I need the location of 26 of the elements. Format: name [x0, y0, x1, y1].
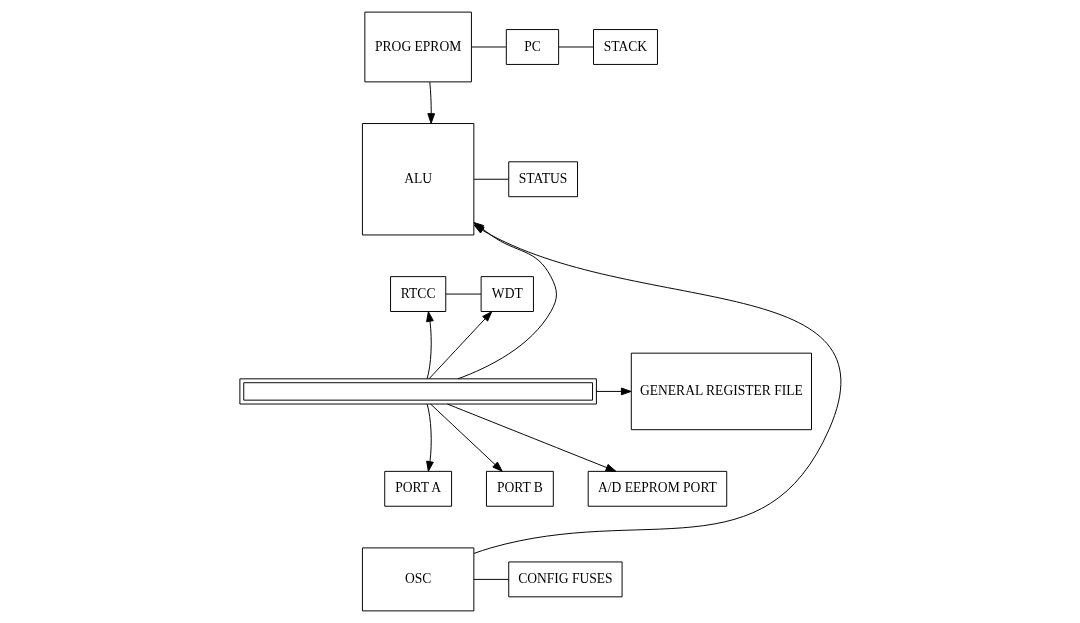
node-box: A/D EEPROM PORT: [587, 470, 727, 507]
arrow: [425, 311, 434, 380]
node-box: PROG EPROM: [363, 11, 472, 83]
arrow: [595, 387, 632, 396]
node-box: PC: [505, 29, 559, 65]
node-box: PORT B: [485, 470, 554, 507]
connector: [473, 178, 509, 180]
connector: [470, 46, 506, 48]
node-box: ALU: [361, 123, 474, 236]
arrow: [429, 403, 503, 472]
node-bar: [238, 378, 597, 405]
connector: [558, 46, 594, 48]
node-box: OSC: [361, 547, 474, 612]
node-box: STATUS: [507, 161, 578, 198]
node-box: CONFIG FUSES: [507, 561, 623, 598]
arrow: [425, 403, 434, 472]
node-box: RTCC: [389, 276, 446, 312]
connector: [472, 578, 509, 580]
node-box: GENERAL REGISTER FILE: [630, 352, 812, 431]
node-box: PORT A: [383, 470, 452, 507]
node-box: WDT: [480, 276, 534, 312]
node-box: STACK: [592, 29, 658, 65]
arrow: [428, 311, 492, 380]
arrow: [446, 403, 616, 472]
arrow: [426, 81, 435, 124]
connector: [445, 293, 481, 295]
